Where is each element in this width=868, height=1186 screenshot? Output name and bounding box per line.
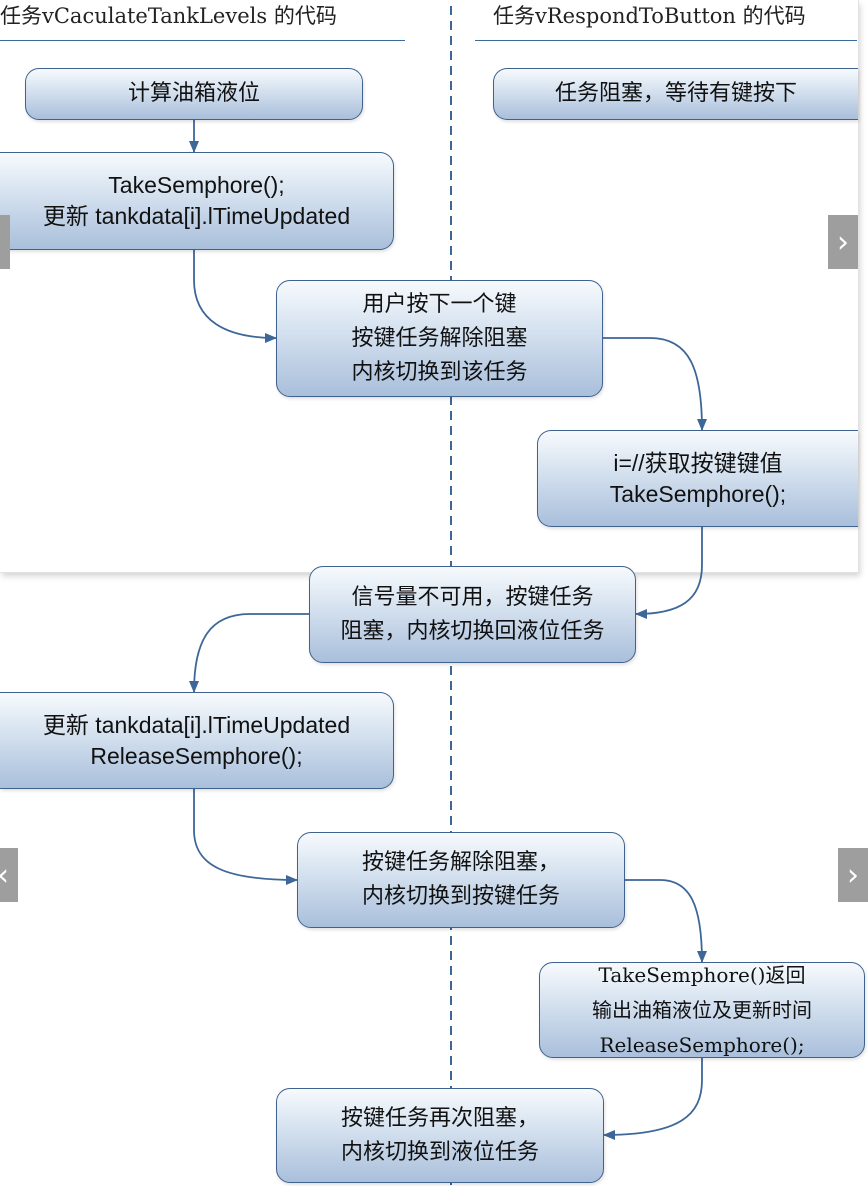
box-line: 阻塞，内核切换回液位任务 <box>340 618 605 644</box>
take-semaphore-update-box: TakeSemphore(); 更新 tankdata[i].lTimeUpda… <box>0 152 394 250</box>
box-line: 按键任务解除阻塞 <box>351 325 528 351</box>
button-blocked-again-box: 按键任务再次阻塞， 内核切换到液位任务 <box>276 1088 604 1183</box>
left-header-underline <box>0 40 405 41</box>
box-line: 用户按下一个键 <box>362 291 517 317</box>
arrow-getkey-to-unavailable <box>635 527 703 619</box>
update-release-box: 更新 tankdata[i].lTimeUpdated ReleaseSemph… <box>0 692 394 789</box>
box-line: i=//获取按键键值 <box>613 449 783 476</box>
arrow-return-to-blocked-again <box>603 1058 703 1140</box>
arrow-unavailable-to-update <box>189 613 309 693</box>
box-line: 内核切换到该任务 <box>351 359 528 385</box>
next-slide-button-top[interactable]: › <box>828 215 858 269</box>
chevron-right-icon: › <box>847 857 859 893</box>
take-returns-box: TakeSemphore()返回 输出油箱液位及更新时间 ReleaseSemp… <box>539 962 865 1058</box>
calc-level-box: 计算油箱液位 <box>25 68 363 120</box>
get-key-take-box: i=//获取按键键值 TakeSemphore(); <box>537 430 858 527</box>
box-line: TakeSemphore()返回 <box>598 962 806 987</box>
box-line: 输出油箱液位及更新时间 <box>592 997 812 1022</box>
box-line: 信号量不可用，按键任务 <box>351 584 594 610</box>
user-press-key-box: 用户按下一个键 按键任务解除阻塞 内核切换到该任务 <box>276 280 603 397</box>
box-line: 任务阻塞，等待有键按下 <box>554 81 797 106</box>
box-line: 内核切换到液位任务 <box>340 1139 539 1165</box>
arrow-update-to-unblocked <box>193 789 298 885</box>
next-slide-button-bottom[interactable]: › <box>838 848 868 902</box>
prev-slide-button-bottom[interactable]: ‹ <box>0 848 18 902</box>
box-line: TakeSemphore(); <box>609 480 787 507</box>
box-line: 按键任务解除阻塞， <box>361 850 560 875</box>
button-unblocked-box: 按键任务解除阻塞， 内核切换到按键任务 <box>297 832 625 928</box>
arrow-unblocked-to-return <box>625 879 707 963</box>
box-line: 按键任务再次阻塞， <box>340 1105 539 1131</box>
left-column-header: 任务vCaculateTankLevels 的代码 <box>0 4 337 28</box>
box-line: ReleaseSemphore(); <box>599 1032 805 1057</box>
arrow-take-to-press <box>193 250 277 343</box>
button-blocked-box: 任务阻塞，等待有键按下 <box>493 68 858 120</box>
box-line: ReleaseSemphore(); <box>90 742 303 769</box>
chevron-right-icon: › <box>837 224 849 260</box>
semaphore-unavailable-box: 信号量不可用，按键任务 阻塞，内核切换回液位任务 <box>309 566 636 663</box>
box-line: 内核切换到按键任务 <box>361 884 560 909</box>
prev-slide-button-top[interactable]: ‹ <box>0 215 10 269</box>
box-line: 计算油箱液位 <box>127 81 260 106</box>
chevron-left-icon: ‹ <box>0 225 1 260</box>
arrow-press-to-getkey <box>603 337 707 431</box>
chevron-left-icon: ‹ <box>0 858 9 893</box>
box-line: TakeSemphore(); <box>108 172 285 198</box>
right-header-underline <box>475 40 857 41</box>
right-column-header: 任务vRespondToButton 的代码 <box>493 4 806 28</box>
box-line: 更新 tankdata[i].lTimeUpdated <box>42 203 351 229</box>
box-line: 更新 tankdata[i].lTimeUpdated <box>42 711 351 738</box>
